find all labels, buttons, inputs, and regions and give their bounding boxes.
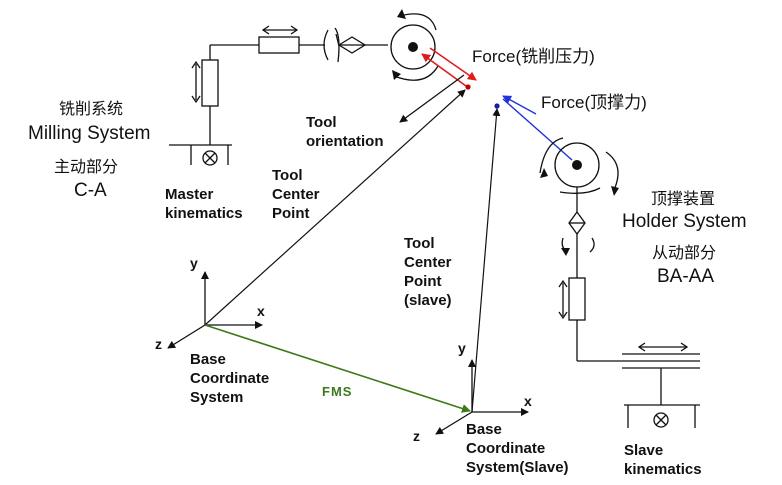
base-y-axis-label: y [190,255,198,271]
tcp-slave-point [494,103,500,109]
tcp-slave-vector [471,108,501,413]
spindle-center-dot [408,42,418,52]
rotation-arrowhead [611,186,619,196]
fms-label: FMS [322,384,353,399]
milling-system-en: Milling System [28,123,151,144]
rotation-arrowhead [561,248,570,256]
base-coordinate-axes [167,271,263,349]
force-holder-label: Force(顶撑力) [541,93,647,112]
slave-part-code: BA-AA [657,266,715,287]
tcp-vector [204,89,466,326]
base-z-axis-label: z [155,336,162,352]
rotation-arrowhead [540,168,548,178]
tool-orientation-pointer [399,74,465,123]
holder-center-dot [572,160,582,170]
master-kinematics-label: Master kinematics [165,186,243,222]
slave-x-axis-label: x [524,393,532,409]
master-part-code: C-A [74,180,107,201]
base-coordinate-label: Base Coordinate System [190,351,270,406]
master-part-cn: 主动部分 [54,157,119,176]
fms-vector [204,324,471,413]
force-holder-arrow [502,95,537,115]
slave-part-cn: 从动部分 [652,243,717,262]
tcp-point [465,84,471,90]
slave-y-axis-label: y [458,340,466,356]
slave-coordinate-axes [435,359,529,435]
force-milling-arrow-reverse [429,47,477,81]
rotation-arrowhead [397,9,406,19]
tool-orientation-label: Tool orientation [306,114,384,150]
master-kinematics-mechanism [187,13,439,166]
base-slave-coordinate-label: Base Coordinate System(Slave) [466,421,569,476]
base-x-axis-label: x [257,303,265,319]
slave-kinematics-label: Slave kinematics [624,442,702,478]
force-milling-label: Force(铣削压力) [472,47,595,66]
milling-system-cn: 铣削系统 [59,99,124,118]
slave-z-axis-label: z [413,428,420,444]
force-milling-arrow [421,53,467,87]
holder-system-en: Holder System [622,211,747,232]
tcp-slave-label: Tool Center Point (slave) [404,235,452,309]
tcp-label: Tool Center Point [272,167,320,222]
rotation-arrowhead [392,70,401,80]
holder-system-cn: 顶撑装置 [651,189,716,208]
